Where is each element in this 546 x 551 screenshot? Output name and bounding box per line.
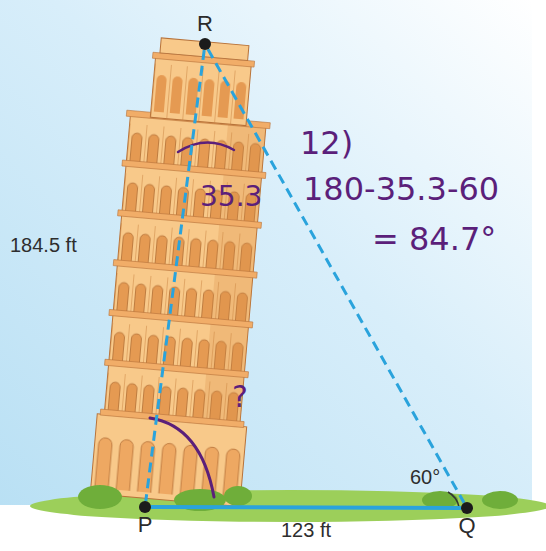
vertex-point: P (139, 501, 151, 513)
angle-label: 60° (410, 466, 440, 488)
problem-number: 12) (300, 126, 353, 161)
angle-arc (448, 492, 459, 507)
handwritten-angle-arc (150, 418, 214, 497)
vertex-label: Q (458, 514, 475, 538)
handwritten-angle-arc (178, 142, 234, 152)
sky-background (0, 0, 532, 505)
handwritten-calculation: 180-35.3-60 (303, 172, 499, 207)
dashed-side (146, 50, 204, 501)
leaning-tower (90, 35, 280, 506)
vertex-point: Q (461, 502, 473, 514)
ground-side (151, 505, 461, 510)
handwritten-angle: 35.3 (200, 182, 262, 213)
vertex-point: R (199, 38, 211, 50)
dashed-side (208, 49, 464, 503)
dimension-label: 123 ft (281, 519, 331, 541)
unknown-angle-mark: ? (232, 380, 248, 413)
dimension-label: 184.5 ft (10, 234, 77, 256)
vertex-label: R (197, 12, 213, 36)
handwritten-result: = 84.7° (372, 222, 496, 257)
vertex-label: P (138, 513, 153, 537)
